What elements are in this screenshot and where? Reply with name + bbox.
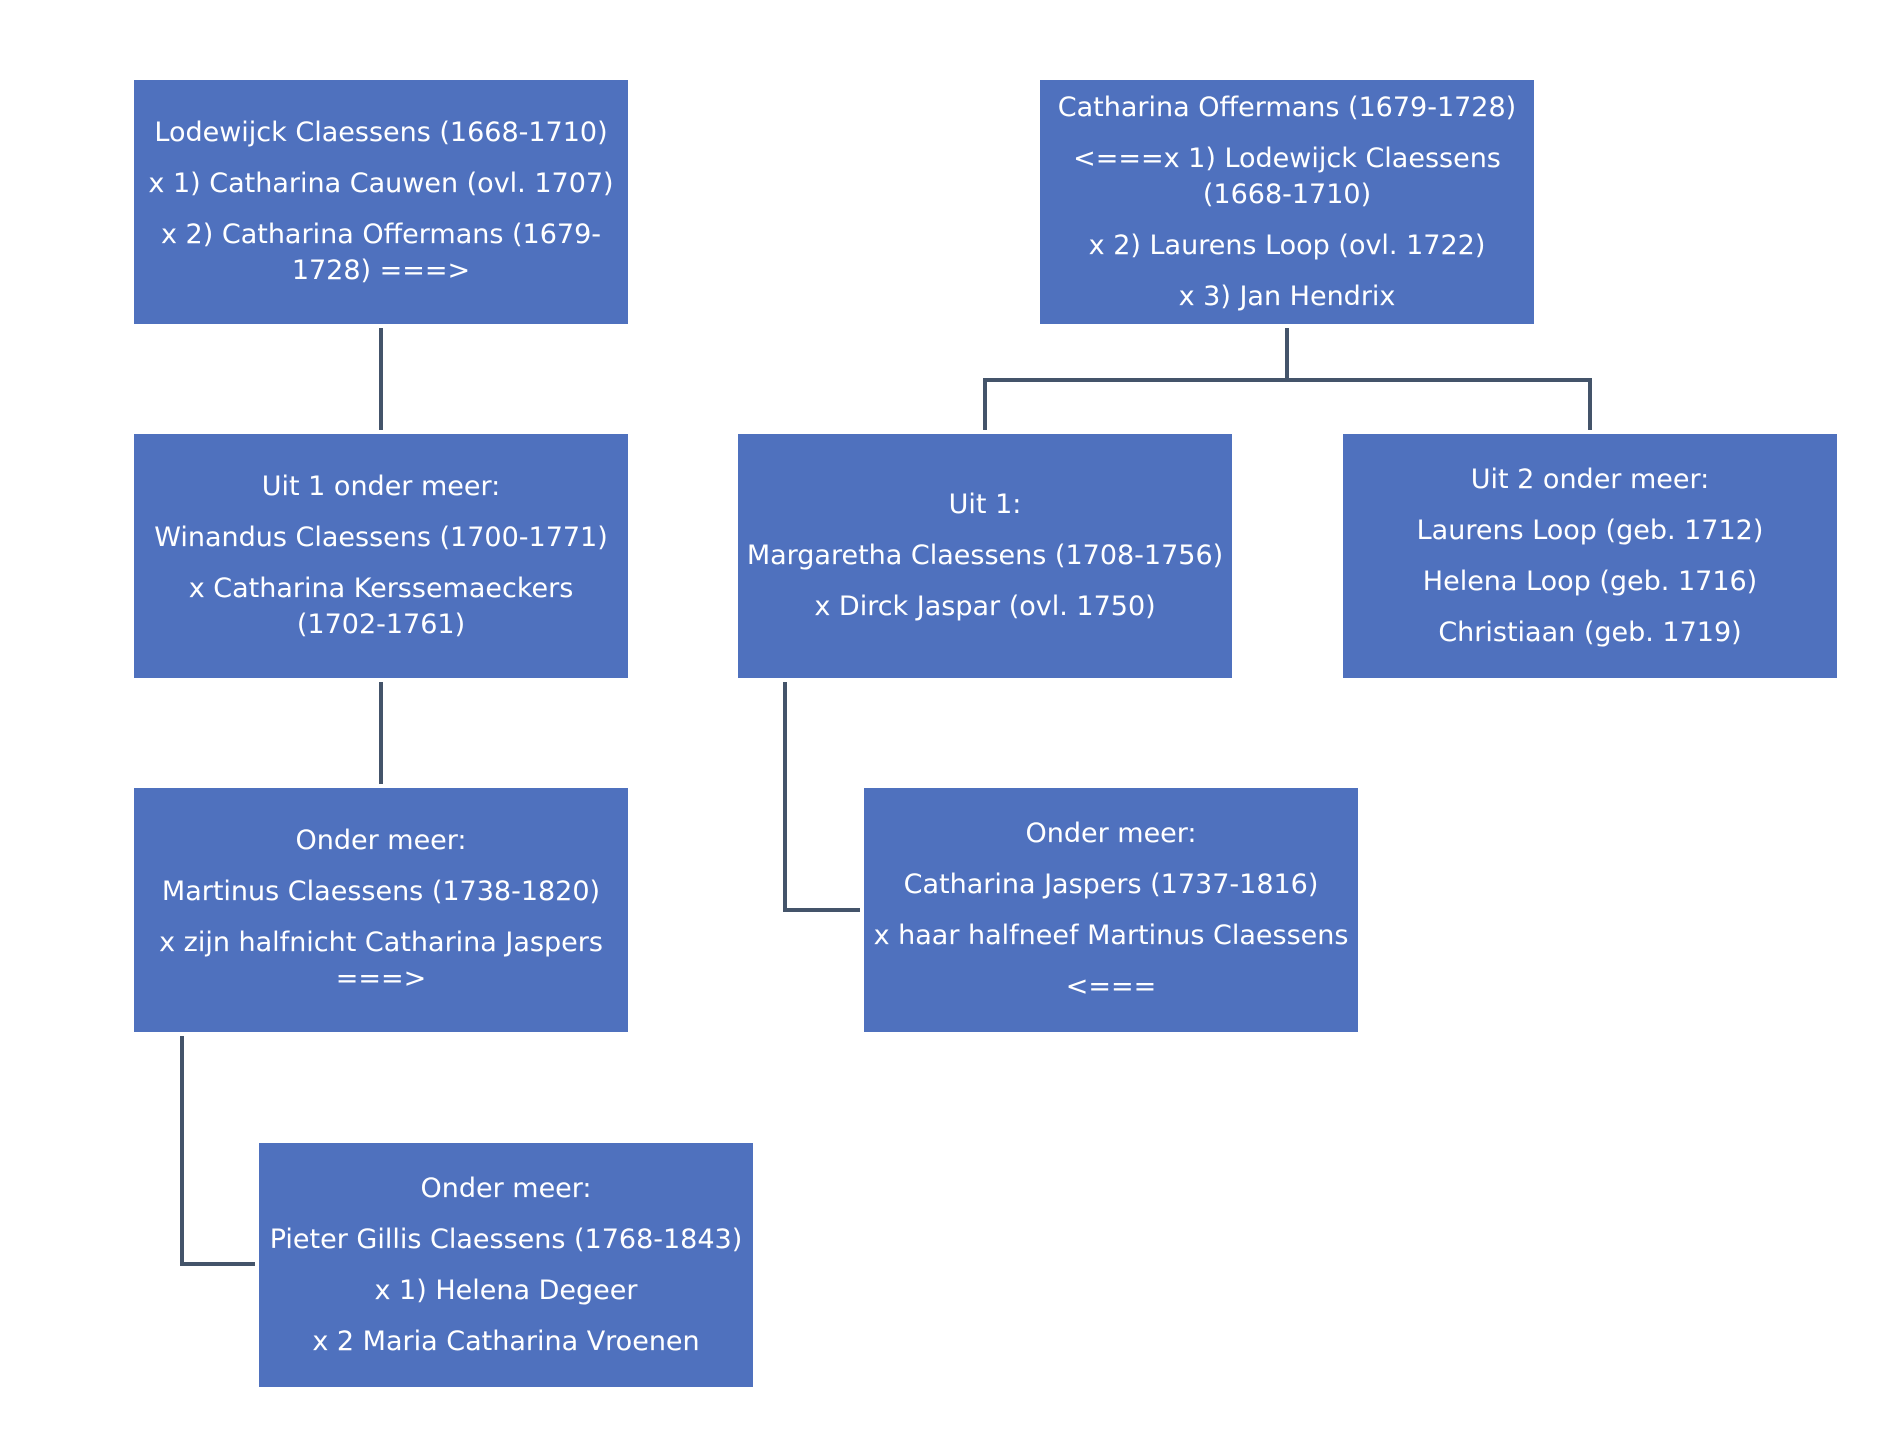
box-line: Winandus Claessens (1700-1771) [154,522,608,553]
box-line: x 3) Jan Hendrix [1178,280,1396,312]
box-line: Uit 1 onder meer: [261,471,501,502]
connector-margaretha-jaspers [783,682,860,912]
box-line: <===x 1) Lodewijck Claessens (1668-1710) [1073,142,1501,210]
box-line: Martinus Claessens (1738-1820) [161,876,601,907]
person-box-laurens-loop-children: Uit 2 onder meer: Laurens Loop (geb. 171… [1343,434,1837,678]
person-box-martinus-claessens: Onder meer: Martinus Claessens (1738-182… [134,788,628,1032]
box-line: Onder meer: [295,825,467,856]
box-line: Uit 2 onder meer: [1470,463,1710,495]
box-line: Catharina Offermans (1679-1728) [1057,91,1517,123]
person-box-pieter-gillis-claessens: Onder meer: Pieter Gillis Claessens (176… [259,1143,753,1387]
box-line: Laurens Loop (geb. 1712) [1416,514,1764,546]
box-line: x 1) Helena Degeer [374,1274,638,1306]
box-line: x Dirck Jaspar (ovl. 1750) [814,591,1156,622]
box-line: Uit 1: [948,489,1022,520]
box-line: x 1) Catharina Cauwen (ovl. 1707) [148,168,614,199]
box-line: Lodewijck Claessens (1668-1710) [154,117,608,148]
person-box-catharina-offermans: Catharina Offermans (1679-1728) <===x 1)… [1040,80,1534,324]
box-line: Pieter Gillis Claessens (1768-1843) [269,1223,743,1255]
box-line: Catharina Jaspers (1737-1816) [903,868,1319,900]
box-line: <=== [1065,970,1157,1002]
box-line: x haar halfneef Martinus Claessens [873,919,1349,951]
box-line: x 2 Maria Catharina Vroenen [312,1325,700,1357]
box-line: Christiaan (geb. 1719) [1438,616,1742,648]
connector-martinus-pieter [180,1036,255,1266]
box-line: x 2) Laurens Loop (ovl. 1722) [1088,229,1486,261]
person-box-lodewijck-claessens: Lodewijck Claessens (1668-1710) x 1) Cat… [134,80,628,324]
person-box-catharina-jaspers: Onder meer: Catharina Jaspers (1737-1816… [864,788,1358,1032]
connector-catharina-children [983,328,1592,430]
box-line: x zijn halfnicht Catharina Jaspers ===> [159,927,603,994]
person-box-winandus-claessens: Uit 1 onder meer: Winandus Claessens (17… [134,434,628,678]
box-line: Onder meer: [1025,817,1197,849]
box-line: x Catharina Kerssemaeckers (1702-1761) [188,573,574,640]
box-line: Helena Loop (geb. 1716) [1422,565,1758,597]
box-line: Margaretha Claessens (1708-1756) [746,540,1224,571]
person-box-margaretha-claessens: Uit 1: Margaretha Claessens (1708-1756) … [738,434,1232,678]
box-line: Onder meer: [420,1172,592,1204]
box-line: x 2) Catharina Offermans (1679-1728) ===… [160,219,602,286]
